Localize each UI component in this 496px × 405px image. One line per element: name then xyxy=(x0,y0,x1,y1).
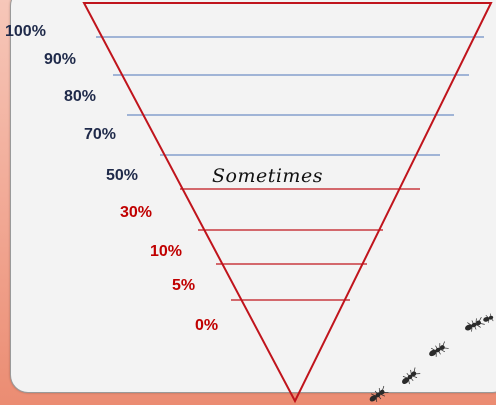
level-label-90: 90% xyxy=(44,51,76,68)
ant-trail xyxy=(369,313,494,402)
ant-icon xyxy=(429,341,449,357)
ant-icon xyxy=(402,367,421,385)
level-label-10: 10% xyxy=(150,243,182,260)
level-label-50: 50% xyxy=(106,167,138,184)
inverted-triangle xyxy=(82,1,493,404)
ant-icon xyxy=(369,385,389,402)
level-label-0: 0% xyxy=(195,317,218,334)
ant-icon xyxy=(483,313,494,323)
level-label-70: 70% xyxy=(84,126,116,143)
level-label-5: 5% xyxy=(172,277,195,294)
level-label-30: 30% xyxy=(120,204,152,221)
content-panel xyxy=(10,0,496,393)
sometimes-caption: Sometimes xyxy=(212,165,323,187)
level-label-100: 100% xyxy=(5,23,46,40)
level-label-80: 80% xyxy=(64,88,96,105)
ant-icon xyxy=(465,316,485,332)
